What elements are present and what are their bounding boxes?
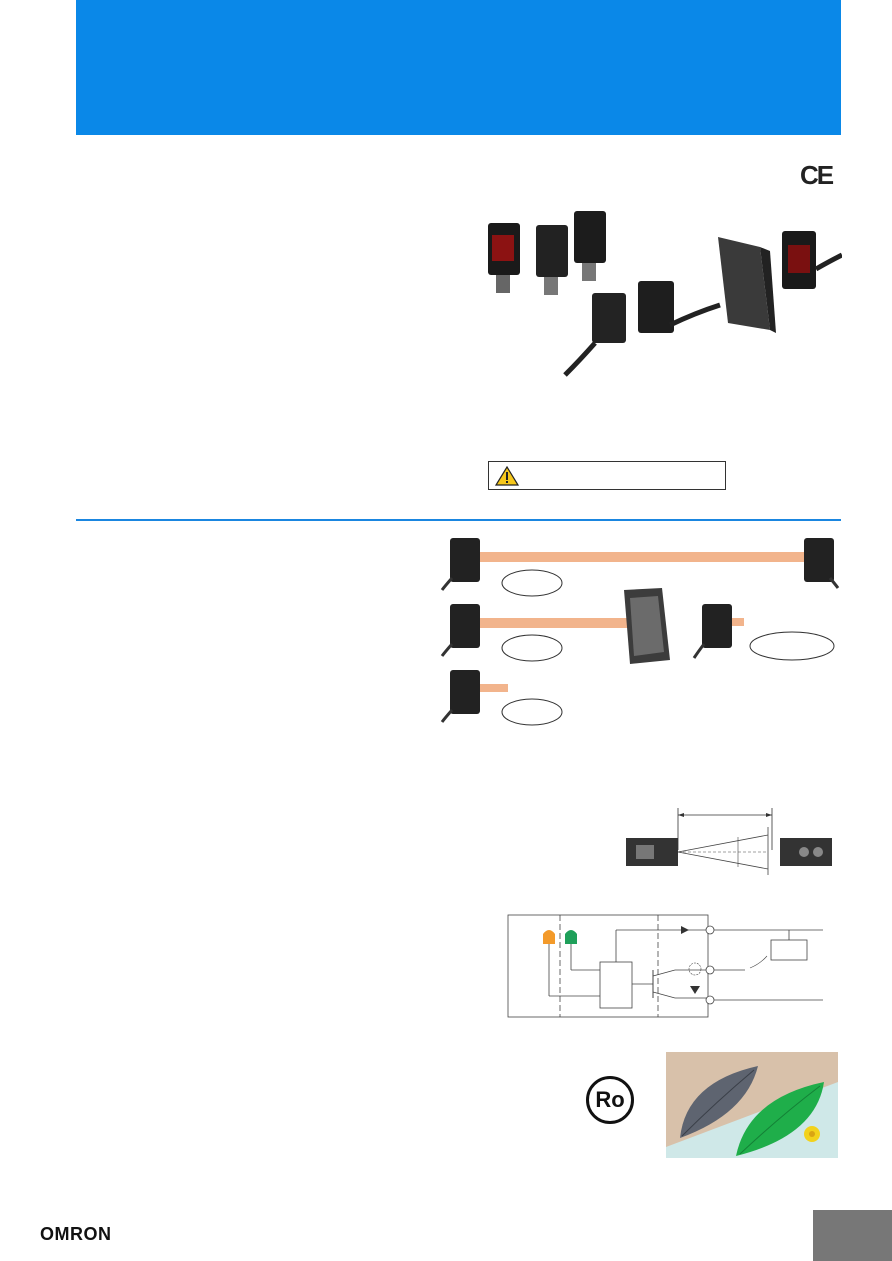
sensor-red-side: [782, 231, 842, 289]
rohs-mark-icon: Ro: [586, 1076, 634, 1124]
limited-reflective-row: [692, 604, 835, 661]
sensor-cable-1: [563, 293, 626, 377]
environment-leaf-image: [666, 1052, 838, 1158]
sensor-black-1: [536, 225, 568, 295]
corner-tab: [813, 1210, 892, 1261]
through-beam-row: [440, 538, 840, 597]
warning-box: [488, 461, 726, 490]
sensor-black-2: [574, 211, 606, 281]
indicator-green-icon: [565, 930, 577, 944]
product-photo: [488, 211, 842, 377]
sensor-cable-2: [638, 281, 721, 333]
reflector-plate: [718, 237, 776, 333]
diffuse-reflective-row: [440, 670, 563, 726]
section-divider: [76, 519, 841, 521]
header-banner: [76, 0, 841, 135]
ce-mark-icon: CE: [800, 160, 834, 190]
sensor-red-front: [488, 223, 520, 293]
retro-reflective-row: [440, 588, 670, 664]
output-circuit-diagram: [507, 914, 823, 1018]
beam-alignment-diagram: [626, 808, 832, 875]
omron-logo: OMRON: [40, 1224, 112, 1244]
sensing-methods-diagram: [440, 538, 840, 726]
indicator-orange-icon: [543, 930, 555, 944]
warning-triangle-icon: [495, 465, 519, 486]
